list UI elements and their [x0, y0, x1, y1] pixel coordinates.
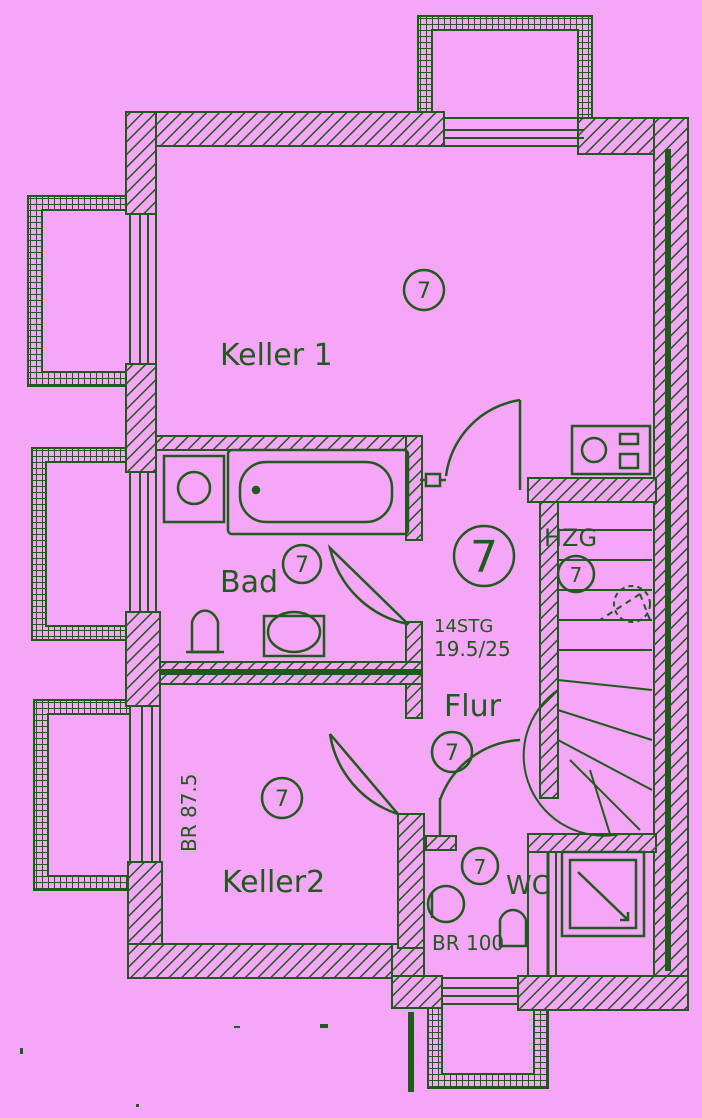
room-label-bad: Bad [220, 565, 278, 600]
light-wells [27, 15, 593, 1089]
toilet-bad [186, 609, 224, 654]
wall-left-2 [125, 363, 157, 473]
wall-bottom-left [127, 943, 425, 979]
wall-bottom-right [517, 975, 689, 1011]
room-label-hzg: HZG [544, 524, 597, 552]
washbasin-bad [262, 610, 326, 658]
light-well-left-1 [27, 195, 131, 387]
wall-left-window-1 [129, 213, 157, 365]
stairs-steps: 14STG [434, 616, 493, 637]
wall-left-window-2 [129, 471, 157, 613]
washbasin-wc [426, 884, 466, 924]
interior-walls [155, 435, 657, 977]
wall-bottom-window [441, 977, 519, 1005]
room-marker-flur-center: 7 [470, 532, 498, 583]
room-label-keller2: Keller2 [222, 865, 325, 900]
shower-tray [560, 850, 646, 938]
room-marker-flur: 7 [445, 741, 459, 766]
wall-left-window-3 [129, 705, 161, 863]
light-well-top [417, 15, 593, 119]
wall-left-3 [125, 611, 161, 707]
room-label-wc: WC [506, 871, 550, 901]
wall-top-left [125, 111, 445, 147]
wall-right-inner-line [665, 149, 671, 971]
light-well-bottom [427, 1007, 549, 1089]
wall-bottom-mid [391, 975, 443, 1009]
light-well-left-3 [33, 699, 131, 891]
wall-keller1-bad [155, 435, 421, 451]
boiler [570, 424, 652, 476]
wall-top-window [443, 117, 585, 147]
door-keller2 [328, 733, 399, 816]
room-label-keller1: Keller 1 [220, 338, 333, 373]
room-marker-hzg: 7 [570, 563, 583, 587]
room-labels: Keller 1 7 Bad 7 7 14STG 19.5/25 Flur 7 … [177, 279, 597, 955]
room-markers [260, 268, 596, 886]
room-marker-bad: 7 [295, 553, 309, 578]
fixtures [162, 424, 652, 948]
wall-keller2-right [397, 813, 425, 949]
wall-bad-right [405, 435, 423, 541]
bathtub [226, 448, 410, 536]
br-keller2: BR 87.5 [177, 773, 201, 852]
room-marker-keller2: 7 [275, 787, 289, 812]
br-wc: BR 100 [432, 931, 504, 955]
washing-machine [162, 454, 226, 524]
window-glazing [139, 129, 584, 997]
doors [327, 398, 522, 836]
toilet-wc [498, 908, 528, 948]
door-bad [327, 544, 409, 626]
room-marker-wc: 7 [474, 855, 487, 879]
room-label-flur: Flur [444, 689, 502, 724]
light-well-left-2 [31, 447, 131, 641]
stairs-dimensions: 19.5/25 [434, 637, 511, 661]
wall-wc-stair [527, 833, 657, 853]
outer-walls [125, 111, 689, 1011]
door-keller1 [444, 398, 522, 490]
staircase [522, 529, 653, 837]
room-marker-keller1: 7 [417, 279, 431, 304]
wall-bad-keller2-line [159, 669, 423, 675]
wall-left-1 [125, 111, 157, 215]
scan-specks [20, 1012, 414, 1107]
wall-wc-top [425, 835, 457, 851]
wall-hzg-top [527, 477, 657, 503]
